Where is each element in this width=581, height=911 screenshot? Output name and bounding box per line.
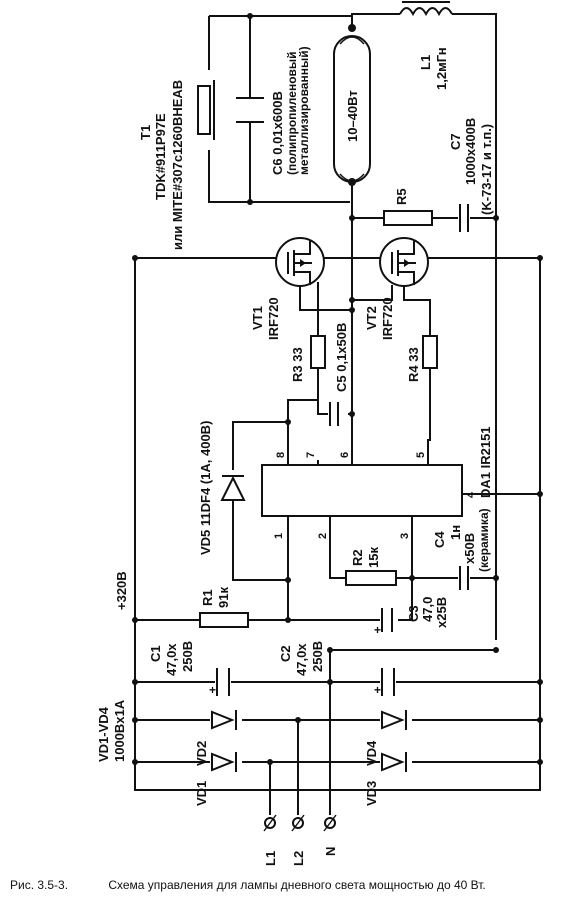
pin-number: 2: [317, 533, 329, 539]
pin-number: 5: [415, 452, 427, 458]
c1-capacitor-symbol: [216, 668, 230, 696]
c6-capacitor-symbol: [236, 97, 264, 123]
c7-type-label: (K-73-17 и т.п.): [479, 124, 494, 215]
r1-label: R1: [200, 589, 215, 606]
c2-capacitor-symbol: [381, 668, 395, 696]
diode-bridge-rating-label: 1000Bx1A: [112, 699, 127, 762]
c3-value-label: 47,0: [420, 597, 435, 622]
c4-type-label: (керамика): [477, 508, 491, 572]
component-labels: T1 TDK#911P97E или MITE#307c1260BHEAB C6…: [96, 46, 494, 866]
vd4-label: VD4: [364, 740, 379, 766]
r2-label: R2: [350, 549, 365, 566]
c7-capacitor-symbol: [459, 204, 469, 232]
wiring: [134, 13, 541, 815]
c1-label: C1: [148, 645, 163, 662]
c2-plus-mark: +: [374, 683, 381, 697]
r5-resistor-symbol: [383, 210, 433, 226]
t1-alt-part-label: или MITE#307c1260BHEAB: [170, 80, 185, 250]
r4-resistor-symbol: [422, 335, 438, 369]
supply-voltage-label: +320B: [114, 571, 129, 610]
pin-number: 8: [275, 452, 287, 458]
pin-number: 7: [305, 452, 317, 458]
figure-caption: Рис. 3.5-3. Схема управления для лампы д…: [10, 878, 575, 892]
vd2-label: VD2: [194, 741, 209, 766]
vd2-diode-symbol: [211, 710, 237, 730]
c1-plus-mark: +: [209, 683, 216, 697]
c5-label: C5 0,1x50B: [334, 323, 349, 392]
l1-label: L1: [418, 55, 433, 70]
da1-label: DA1 IR2151: [478, 426, 493, 498]
pin-number: 6: [339, 452, 351, 458]
vd3-diode-symbol: [381, 752, 407, 772]
c3-voltage-label: x25B: [434, 597, 449, 628]
c2-value-label: 47,0x: [294, 643, 309, 676]
c6-type-label: (полипропиленовый: [285, 51, 299, 175]
r5-label: R5: [394, 188, 409, 205]
vt1-mosfet-symbol: [275, 237, 325, 287]
c6-type-label-2: металлизированный): [297, 46, 311, 175]
vt2-part-label: IRF720: [380, 297, 395, 340]
c4-capacitor-symbol: [459, 566, 469, 590]
vt2-mosfet-symbol: [379, 237, 429, 287]
junction-dots: [132, 13, 543, 765]
r1-value-label: 91к: [216, 587, 231, 608]
vt2-label: VT2: [364, 306, 379, 330]
figure-number: Рис. 3.5-3.: [10, 878, 69, 892]
t1-part-label: TDK#911P97E: [153, 113, 168, 200]
l1-value-label: 1,2мГн: [434, 47, 449, 90]
vd1-label: VD1: [194, 781, 209, 806]
c7-value-label: 1000x400B: [463, 118, 478, 185]
r1-resistor-symbol: [199, 612, 249, 628]
r2-value-label: 15к: [366, 547, 381, 568]
c2-voltage-label: 250B: [310, 641, 325, 672]
c4-value-label: 1н: [448, 525, 463, 540]
vd3-label: VD3: [364, 781, 379, 806]
lamp-symbol: [333, 24, 371, 186]
r3-resistor-symbol: [310, 335, 326, 369]
c5-capacitor-symbol: [329, 402, 339, 426]
polarity-marks: + + +: [209, 623, 381, 697]
terminal-l2-label: L2: [291, 851, 306, 866]
c3-plus-mark: +: [374, 623, 381, 637]
vd5-label: VD5 11DF4 (1A, 400B): [198, 421, 213, 555]
pin-number: 4: [465, 491, 477, 498]
c4-voltage-label: x50B: [462, 533, 477, 564]
r2-resistor-symbol: [345, 570, 397, 586]
r4-label: R4 33: [406, 347, 421, 382]
c1-value-label: 47,0x: [164, 643, 179, 676]
terminal-n-label: N: [323, 847, 338, 856]
pin-number: 3: [399, 533, 411, 539]
diode-bridge-label: VD1-VD4: [96, 706, 111, 762]
pin-number: 1: [273, 533, 285, 539]
ic-pin-numbers: 1 2 3 4 5 6 7 8: [273, 452, 477, 539]
vd5-diode-symbol: [220, 475, 246, 501]
figure-caption-text: Схема управления для лампы дневного свет…: [108, 878, 486, 892]
c2-label: C2: [278, 645, 293, 662]
c4-label: C4: [432, 531, 447, 548]
r3-label: R3 33: [290, 347, 305, 382]
c7-label: C7: [448, 133, 463, 150]
t1-transformer-symbol: [197, 80, 215, 140]
terminal-l1-label: L1: [263, 851, 278, 866]
c3-capacitor-symbol: [381, 608, 393, 632]
l1-inductor-symbol: [399, 1, 453, 17]
t1-label: T1: [138, 125, 153, 140]
lamp-power-label: 10–40Вт: [345, 90, 360, 142]
vt1-label: VT1: [250, 306, 265, 330]
input-terminals: [263, 814, 337, 832]
da1-ic-body: [261, 464, 463, 517]
vt1-part-label: IRF720: [266, 297, 281, 340]
c3-label: C3: [406, 605, 421, 622]
vd4-diode-symbol: [381, 710, 407, 730]
c6-label: C6 0,01x600B: [270, 91, 285, 175]
vd1-diode-symbol: [211, 752, 237, 772]
c1-voltage-label: 250B: [180, 641, 195, 672]
